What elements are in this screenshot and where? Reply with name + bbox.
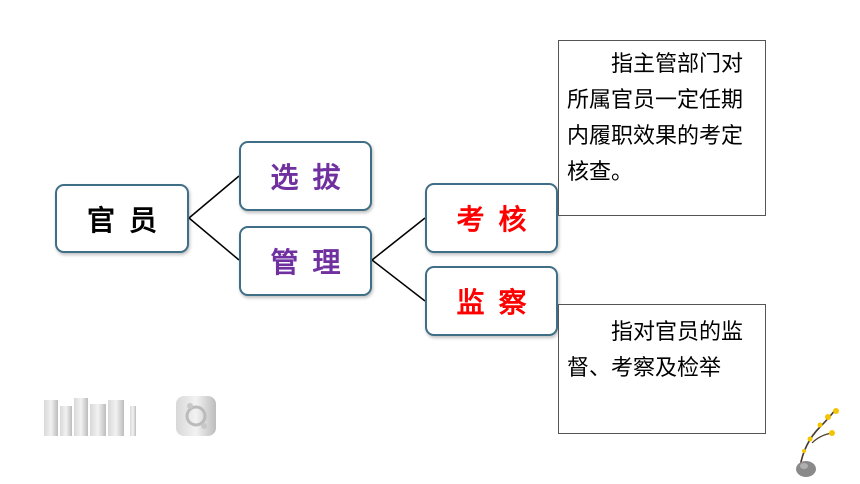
note-assessment-text: 指主管部门对所属官员一定任期内履职效果的考定核查。 [567, 52, 744, 185]
note-supervision-text: 指对官员的监督、考察及检举 [567, 320, 744, 381]
node-management-label: 管理 [270, 246, 355, 279]
root-node-label: 官员 [86, 203, 171, 237]
node-supervision: 监察 [425, 266, 558, 336]
node-management: 管理 [239, 226, 372, 296]
flower-vase-decoration [796, 408, 839, 477]
note-supervision-definition: 指对官员的监督、考察及检举 [558, 304, 766, 434]
node-selection: 选拔 [239, 141, 372, 211]
node-supervision-label: 监察 [456, 286, 541, 319]
node-assessment: 考核 [425, 183, 558, 253]
note-assessment-definition: 指主管部门对所属官员一定任期内履职效果的考定核查。 [558, 40, 766, 216]
node-assessment-label: 考核 [456, 203, 541, 236]
stone-pillars-decoration [44, 396, 216, 436]
root-node-officials: 官员 [55, 184, 189, 253]
node-selection-label: 选拔 [270, 161, 355, 194]
